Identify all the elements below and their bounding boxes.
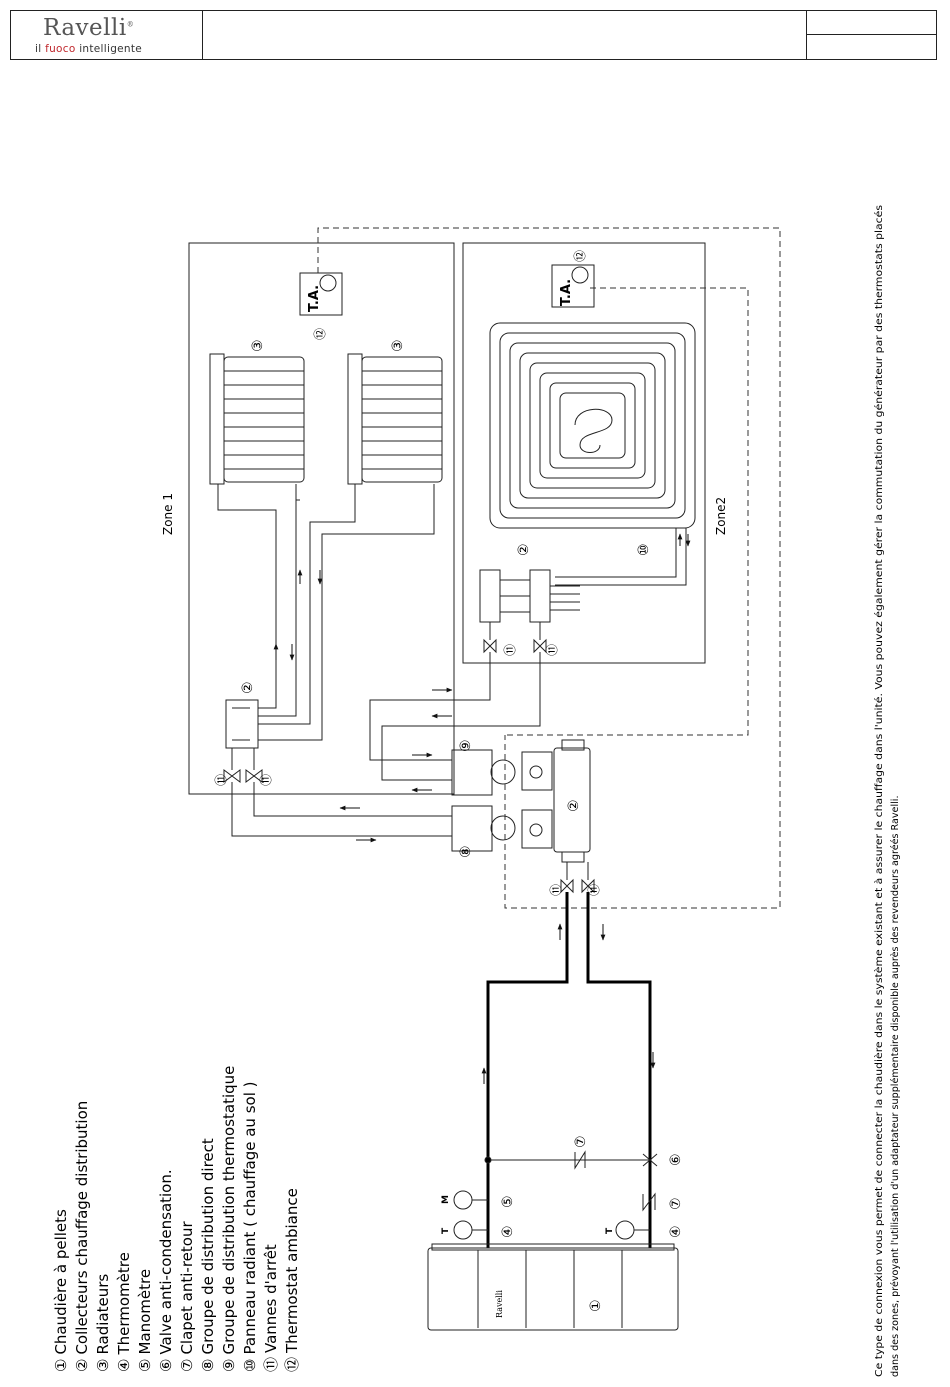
callout-ta-zone1: ⑫: [313, 328, 327, 340]
callout-group-direct: ⑧: [458, 845, 474, 858]
zone2-label: Zone2: [714, 497, 728, 535]
callout-boiler: ①: [588, 1299, 604, 1312]
callouts: ① ② ② ② ③ ③ ④ ④ ⑤ ⑥ ⑦ ⑦ ⑧ ⑨ ⑩ ⑪ ⑪ ⑪ ⑪ ⑪ …: [214, 250, 684, 1318]
logo-cell: Ravelli® il fuoco intelligente: [11, 11, 203, 59]
ta-zone2-label: T.A.: [559, 279, 574, 306]
t-letter-b: T: [605, 1227, 615, 1234]
legend-item-9: ⑨Groupe de distribution thermostatique: [220, 1066, 238, 1372]
collector-zone2: [479, 569, 580, 640]
callout-check-a: ⑦: [573, 1135, 589, 1148]
m-letter: M: [441, 1195, 451, 1204]
legend-item-12: ⑫Thermostat ambiance: [283, 1188, 301, 1372]
legend-item-3: ③Radiateurs: [94, 1274, 112, 1372]
legend-item-1: ①Chaudière à pellets: [52, 1209, 70, 1372]
callout-valve-z2a: ⑪: [503, 644, 517, 656]
t-letter-a: T: [441, 1227, 451, 1234]
callout-valve-z1b: ⑪: [259, 774, 273, 786]
revision-cell: [806, 11, 937, 59]
callout-floor-panel: ⑩: [636, 543, 652, 556]
callout-mano: ⑤: [500, 1195, 516, 1208]
callout-valve-z2b: ⑪: [545, 644, 559, 656]
brand-logo: Ravelli®: [43, 15, 135, 41]
legend-item-2: ②Collecteurs chauffage distribution: [73, 1101, 91, 1372]
callout-ta-zone2: ⑫: [573, 250, 587, 262]
distribution-groups: [451, 749, 553, 852]
valves-zone1: [223, 748, 263, 783]
note-line-2: dans des zones, prévoyant l'utilisation …: [889, 795, 901, 1377]
zone1-frame: [188, 242, 455, 795]
collector-main: [553, 739, 591, 880]
callout-collector-zone2: ②: [516, 543, 532, 556]
callout-collector-zone1: ②: [240, 681, 256, 694]
valves-zone2: [483, 638, 547, 654]
callout-thermo-a: ④: [500, 1225, 516, 1238]
thermostat-zone1: [299, 272, 343, 316]
explanatory-note: Ce type de connexion vous permet de conn…: [873, 205, 901, 1377]
zone1-piping: [217, 484, 435, 741]
callout-collector-main: ②: [566, 799, 582, 812]
callout-thermo-b: ④: [668, 1225, 684, 1238]
boiler-brand: Ravelli: [495, 1290, 504, 1318]
boiler-instruments: [453, 1190, 656, 1240]
legend-item-11: ⑪Vannes d'arrêt: [262, 1244, 280, 1372]
bypass-line: [484, 1150, 658, 1170]
zone2-feed-lines: [369, 652, 541, 781]
legend-item-8: ⑧Groupe de distribution direct: [199, 1138, 217, 1372]
callout-radiator-b: ③: [390, 339, 406, 352]
ta-zone1-label: T.A.: [307, 285, 322, 312]
callout-anticond: ⑥: [668, 1153, 684, 1166]
zone1-feed-lines: [231, 782, 452, 837]
callout-valve-main-a: ⑪: [549, 884, 563, 896]
legend-item-5: ⑤Manomètre: [136, 1269, 154, 1372]
callout-valve-z1a: ⑪: [214, 774, 228, 786]
radiator-a: [209, 353, 305, 485]
flow-arrows: [273, 533, 691, 1084]
zone1-label: Zone 1: [161, 493, 175, 535]
callout-radiator-a: ③: [250, 339, 266, 352]
radiator-b: [347, 353, 443, 485]
legend-item-4: ④Thermomètre: [115, 1252, 133, 1372]
collector-zone1: [225, 699, 259, 749]
brand-tagline: il fuoco intelligente: [35, 43, 143, 55]
thermostat-signal-lines: [317, 227, 781, 909]
callout-valve-main-b: ⑪: [587, 884, 601, 896]
legend-item-10: ⑩Panneau radiant ( chauffage au sol ): [241, 1082, 259, 1373]
main-supply-pipes: [486, 892, 652, 1248]
thermostat-zone2: [551, 264, 595, 308]
pellet-boiler: [427, 1243, 679, 1331]
note-line-1: Ce type de connexion vous permet de conn…: [873, 205, 885, 1377]
legend-item-7: ⑦Clapet anti-retour: [178, 1221, 196, 1372]
legend: ①Chaudière à pellets ②Collecteurs chauff…: [52, 1066, 301, 1372]
zone2-frame: [462, 242, 706, 664]
callout-check-b: ⑦: [668, 1197, 684, 1210]
floor-radiant-panel: [489, 322, 696, 586]
title-block: Ravelli® il fuoco intelligente: [10, 10, 937, 60]
valves-main: [560, 878, 595, 894]
legend-item-6: ⑥Valve anti-condensation.: [157, 1169, 175, 1372]
callout-group-thermo: ⑨: [458, 739, 474, 752]
